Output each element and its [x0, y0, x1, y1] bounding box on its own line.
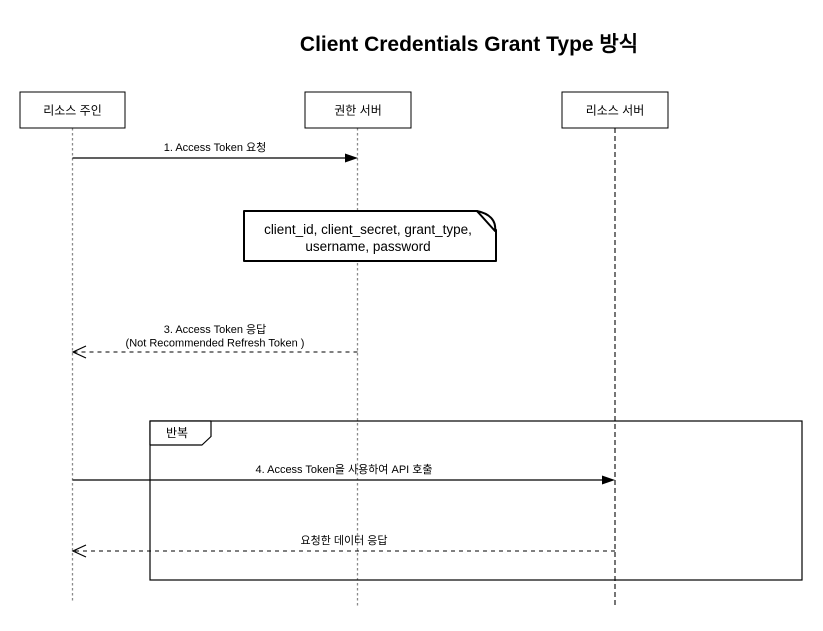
- actor-label-resource-server: 리소스 서버: [586, 104, 645, 118]
- actor-label-resource-owner: 리소스 주인: [43, 104, 102, 118]
- message-4-label: 4. Access Token을 사용하여 API 호출: [255, 462, 432, 476]
- message-1-arrowhead: [345, 153, 358, 163]
- note-box: [243, 210, 497, 262]
- message-4-arrowhead: [602, 475, 615, 485]
- loop-fragment: 반복: [149, 420, 803, 581]
- message-3-arrowhead: [71, 345, 87, 359]
- message-access-token-request: 1. Access Token 요청: [72, 141, 358, 163]
- message-1-label: 1. Access Token 요청: [164, 141, 267, 154]
- actor-box-resource-owner: [19, 91, 126, 129]
- message-3-label-line2: (Not Recommended Refresh Token ): [126, 338, 305, 350]
- note-text-line2: username, password: [305, 239, 430, 254]
- actor-box-auth-server: [304, 91, 412, 129]
- actor-box-resource-server: [561, 91, 669, 129]
- message-5-label: 요청한 데이터 응답: [300, 534, 387, 547]
- lifelines: [71, 128, 616, 607]
- diagram-title: Client Credentials Grant Type 방식: [300, 33, 638, 56]
- credentials-note: client_id, client_secret, grant_type, us…: [243, 210, 497, 262]
- loop-frame: [149, 420, 803, 581]
- message-5-arrowhead: [71, 544, 87, 558]
- actor-auth-server: 권한 서버: [304, 91, 412, 129]
- loop-label: 반복: [166, 426, 188, 440]
- message-access-token-response: 3. Access Token 응답 (Not Recommended Refr…: [71, 323, 358, 359]
- note-folded-corner: [476, 210, 497, 232]
- actor-resource-owner: 리소스 주인: [19, 91, 126, 129]
- loop-tab: [149, 420, 212, 446]
- message-3-label-line1: 3. Access Token 응답: [164, 323, 267, 336]
- actor-resource-server: 리소스 서버: [561, 91, 669, 129]
- note-text-line1: client_id, client_secret, grant_type,: [264, 222, 472, 237]
- message-api-call: 4. Access Token을 사용하여 API 호출: [72, 462, 615, 485]
- actor-label-auth-server: 권한 서버: [334, 104, 382, 118]
- message-data-response: 요청한 데이터 응답: [71, 534, 615, 558]
